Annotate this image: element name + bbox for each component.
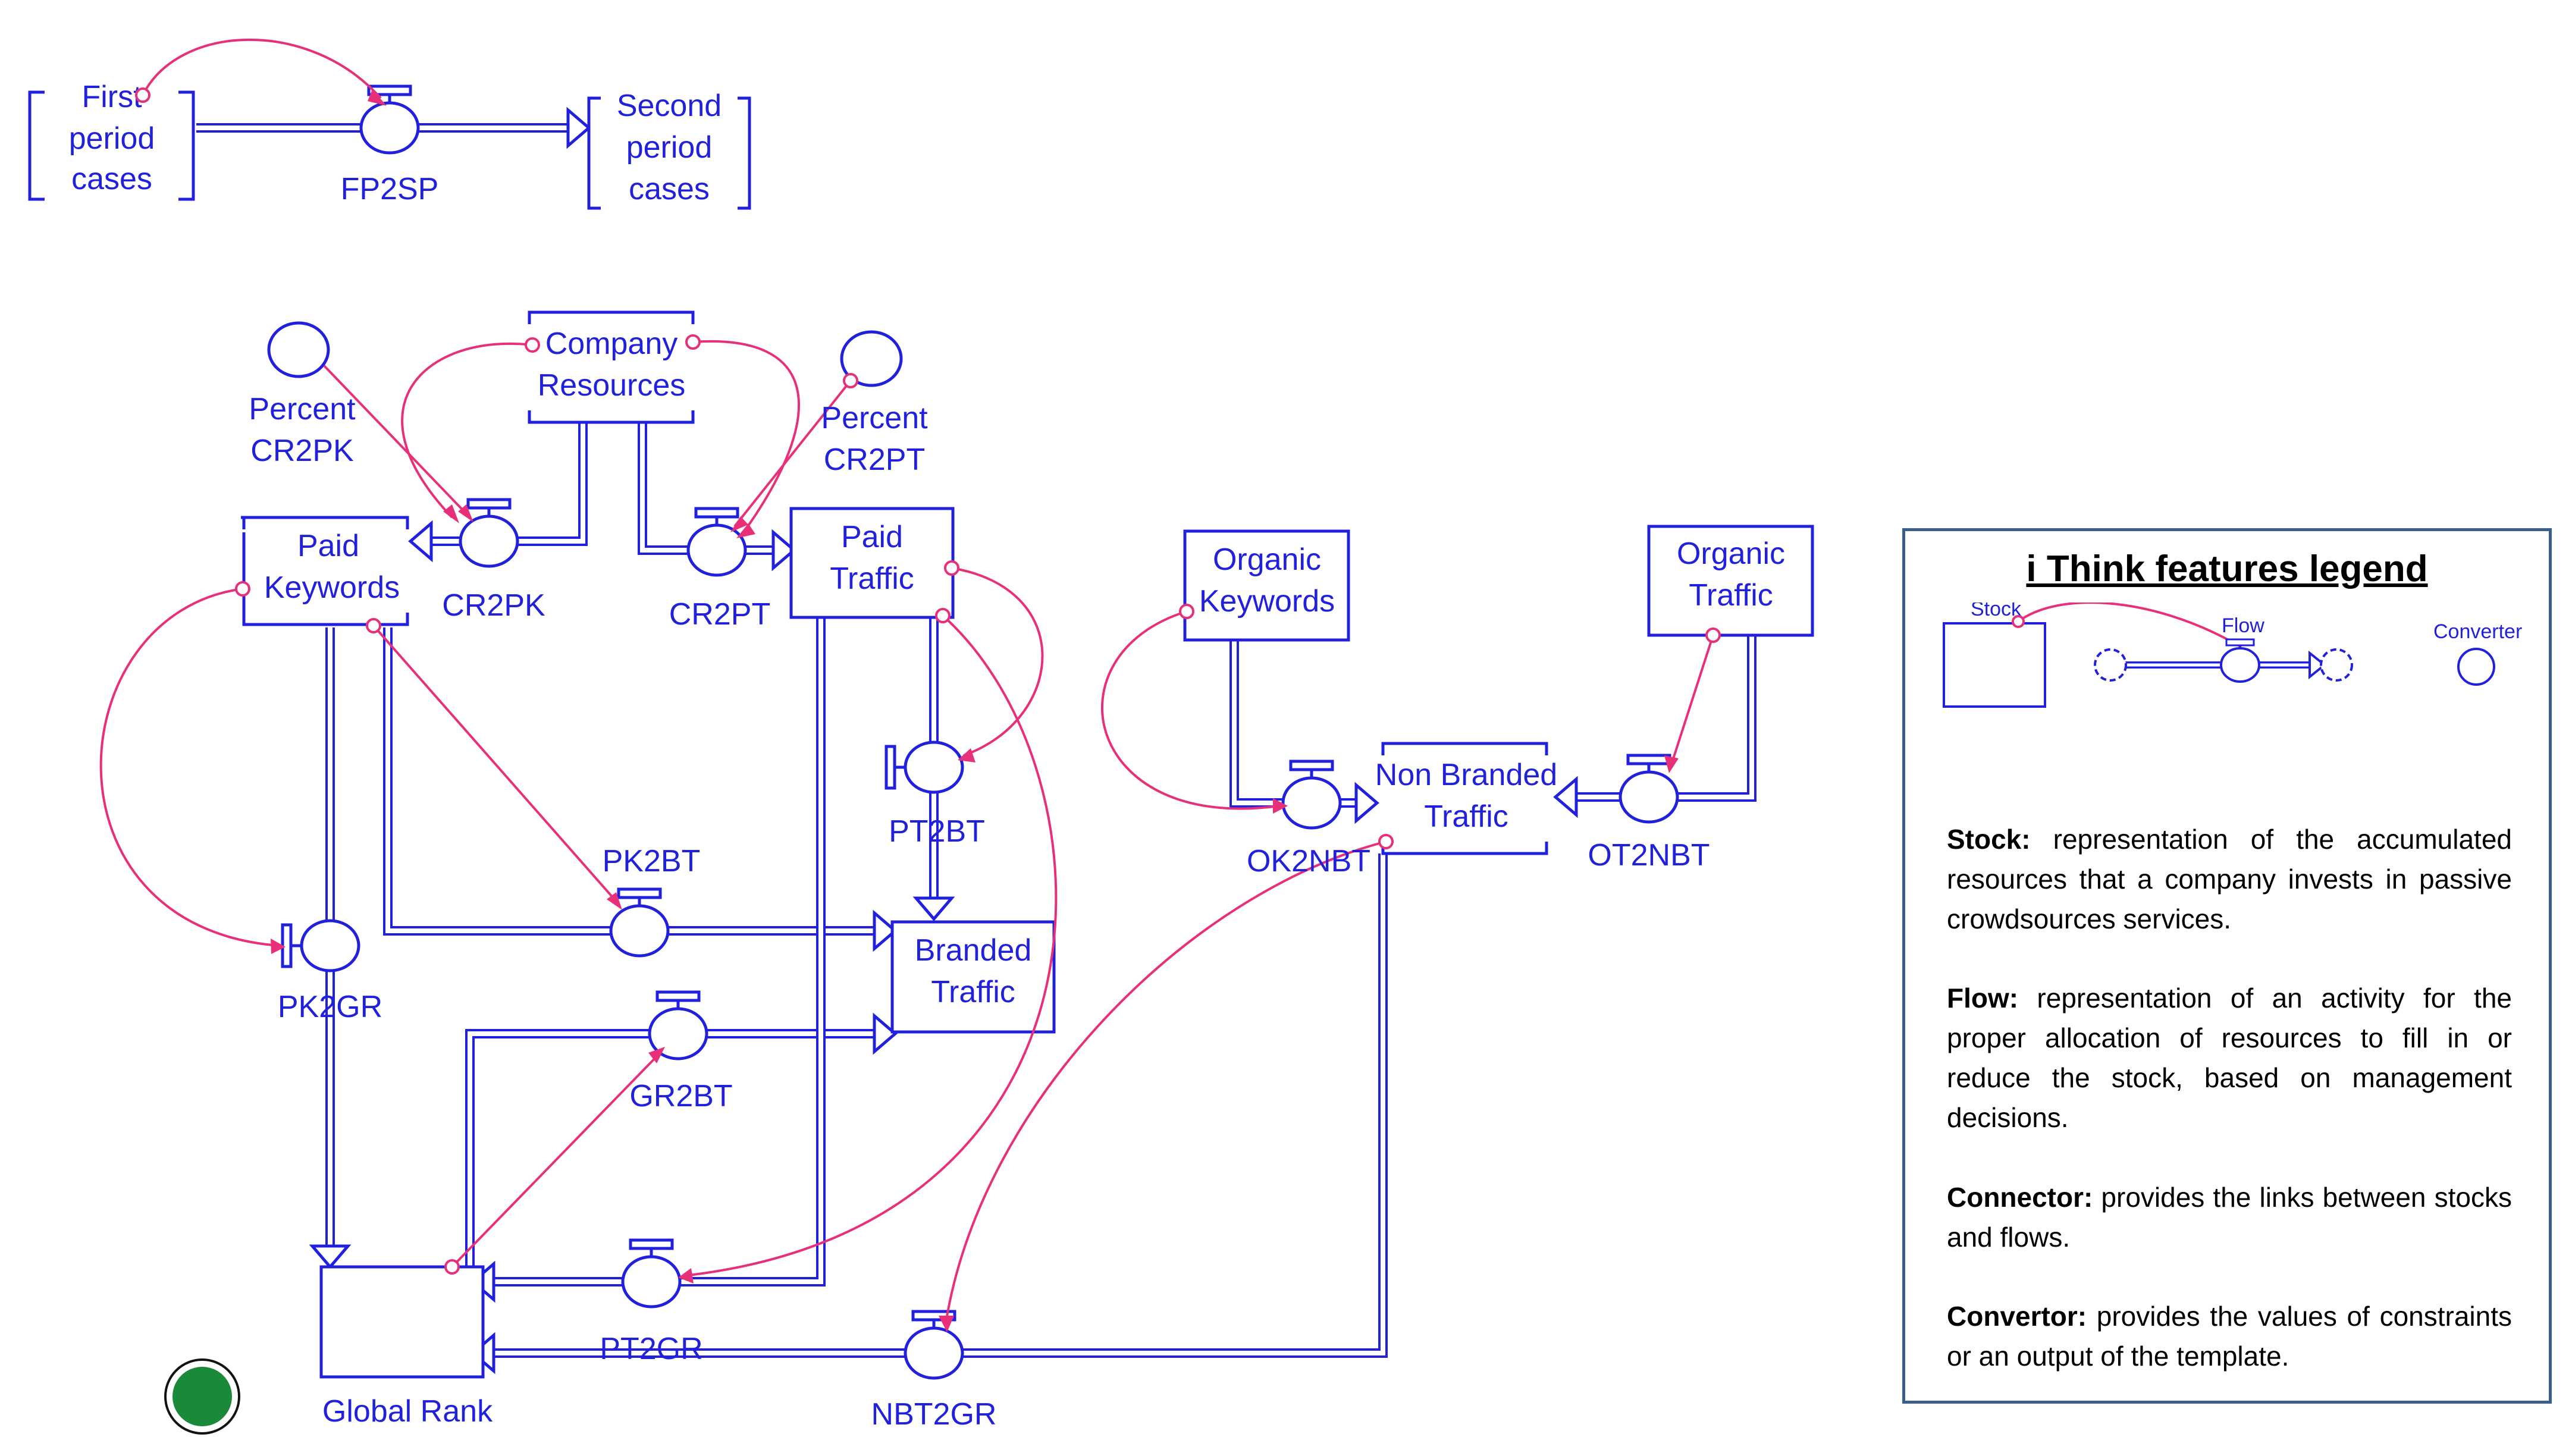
valve-pt2gr[interactable]	[621, 1238, 682, 1308]
legend-desc-stock: representation of the accumulated resour…	[1947, 824, 2512, 934]
svg-text:Non Branded: Non Branded	[1375, 758, 1557, 792]
valve-fp2sp[interactable]	[359, 84, 420, 155]
legend-flow-icon	[2094, 638, 2353, 683]
ok2nbt-arrowhead	[1354, 782, 1379, 824]
legend-item-convertor: Convertor: provides the values of constr…	[1947, 1297, 2512, 1376]
label-pt2bt: PT2BT	[889, 814, 985, 849]
valve-cr2pk[interactable]	[459, 498, 519, 568]
stock-branded-traffic[interactable]: Branded Traffic	[890, 920, 1056, 1034]
label-cr2pk: CR2PK	[442, 588, 545, 623]
svg-text:Branded: Branded	[915, 933, 1032, 968]
legend-term-stock: Stock:	[1947, 824, 2031, 855]
stock-company-resources[interactable]: Company Resources	[528, 310, 695, 424]
pk2gr-arrowhead	[309, 1244, 352, 1269]
label-fp2sp: FP2SP	[341, 172, 439, 206]
label-percent-cr2pk-2: CR2PK	[250, 434, 354, 468]
gr2bt-arrowhead	[873, 1012, 898, 1055]
valve-ok2nbt[interactable]	[1281, 760, 1342, 830]
status-indicator[interactable]	[164, 1358, 240, 1435]
svg-text:Paid: Paid	[297, 529, 359, 563]
converter-percent-cr2pt[interactable]	[840, 330, 903, 387]
svg-text:Traffic: Traffic	[1689, 578, 1773, 613]
legend-flow-label: Flow	[2222, 614, 2264, 637]
legend-term-connector: Connector:	[1947, 1182, 2093, 1213]
legend-title: i Think features legend	[2026, 548, 2428, 589]
legend-converter-icon	[2457, 648, 2495, 686]
legend-connector-icon	[2017, 603, 2242, 648]
stock-non-branded-traffic[interactable]: Non Branded Traffic	[1375, 742, 1557, 855]
legend-panel: i Think features legend Stock Flow Conve…	[1902, 528, 2552, 1404]
label-percent-cr2pt-2: CR2PT	[824, 443, 925, 477]
label-pk2gr: PK2GR	[278, 990, 382, 1024]
svg-text:Keywords: Keywords	[264, 570, 400, 605]
stock-paid-traffic[interactable]: Paid Traffic	[789, 507, 955, 619]
svg-text:First: First	[81, 80, 142, 114]
valve-pk2gr[interactable]	[281, 919, 360, 972]
legend-symbols: Stock Flow Converter	[1943, 603, 2522, 708]
valve-pk2bt[interactable]	[609, 887, 670, 958]
ot2nbt-arrowhead	[1553, 776, 1578, 818]
label-gr2bt: GR2BT	[629, 1079, 732, 1113]
svg-text:Traffic: Traffic	[931, 975, 1015, 1009]
svg-text:Traffic: Traffic	[830, 561, 914, 596]
legend-desc-connector: provides the links between stocks and fl…	[1947, 1182, 2512, 1253]
pk2bt-arrowhead	[873, 909, 898, 952]
valve-gr2bt[interactable]	[648, 990, 708, 1060]
stock-paid-keywords[interactable]: Paid Keywords	[241, 516, 409, 626]
label-nbt2gr: NBT2GR	[871, 1397, 997, 1432]
svg-text:Organic: Organic	[1677, 536, 1785, 571]
legend-item-stock: Stock: representation of the accumulated…	[1947, 820, 2512, 939]
stock-global-rank[interactable]	[319, 1265, 485, 1379]
connectors	[99, 38, 1721, 1332]
svg-text:Organic: Organic	[1213, 542, 1321, 577]
legend-desc-convertor: provides the values of constraints or an…	[1947, 1301, 2512, 1372]
cr2pt-arrowhead	[771, 529, 796, 572]
svg-text:period: period	[626, 130, 713, 165]
svg-text:cases: cases	[629, 172, 710, 206]
fp2sp-arrowhead	[566, 106, 591, 149]
label-cr2pt: CR2PT	[669, 597, 770, 632]
legend-converter-label: Converter	[2433, 620, 2522, 643]
svg-text:Second: Second	[617, 89, 722, 123]
label-ot2nbt: OT2NBT	[1588, 838, 1710, 873]
legend-item-flow: Flow: representation of an activity for …	[1947, 978, 2512, 1138]
valves	[281, 84, 1679, 1380]
svg-text:period: period	[69, 121, 155, 156]
legend-term-flow: Flow:	[1947, 983, 2019, 1013]
converter-percent-cr2pk[interactable]	[267, 321, 330, 378]
label-percent-cr2pt-1: Percent	[821, 401, 928, 435]
label-pt2gr: PT2GR	[600, 1332, 702, 1366]
valve-nbt2gr[interactable]	[904, 1310, 964, 1380]
cr2pk-arrowhead	[408, 520, 433, 563]
legend-item-connector: Connector: provides the links between st…	[1947, 1178, 2512, 1257]
stock-organic-traffic[interactable]: Organic Traffic	[1647, 525, 1814, 637]
flow-pipes	[196, 123, 1757, 1358]
valve-cr2pt[interactable]	[686, 507, 747, 577]
svg-text:Company: Company	[545, 327, 678, 361]
valve-pt2bt[interactable]	[884, 740, 964, 794]
svg-text:Paid: Paid	[841, 520, 903, 554]
first-period-label-1: First	[81, 80, 142, 114]
svg-text:Traffic: Traffic	[1424, 799, 1508, 834]
pt2bt-arrowhead	[912, 896, 955, 921]
svg-text:cases: cases	[71, 162, 152, 196]
label-global-rank: Global Rank	[322, 1394, 493, 1429]
flow-arrowheads	[309, 106, 1578, 1375]
label-percent-cr2pk-1: Percent	[249, 392, 356, 426]
svg-text:Keywords: Keywords	[1199, 584, 1335, 619]
stock-organic-keywords[interactable]: Organic Keywords	[1183, 529, 1350, 642]
label-pk2bt: PK2BT	[603, 844, 701, 878]
stock-second-period-cases[interactable]: Second period cases	[587, 89, 751, 210]
label-ok2nbt: OK2NBT	[1247, 844, 1370, 878]
svg-text:Resources: Resources	[538, 368, 686, 403]
legend-stock-icon	[1943, 622, 2046, 708]
labels: FP2SP CR2PK CR2PT PK2BT PT2BT PK2GR GR2B…	[249, 172, 1710, 1432]
legend-term-convertor: Convertor:	[1947, 1301, 2087, 1332]
stock-first-period-cases[interactable]: First period cases	[28, 80, 195, 201]
legend-desc-flow: representation of an activity for the pr…	[1947, 983, 2512, 1133]
